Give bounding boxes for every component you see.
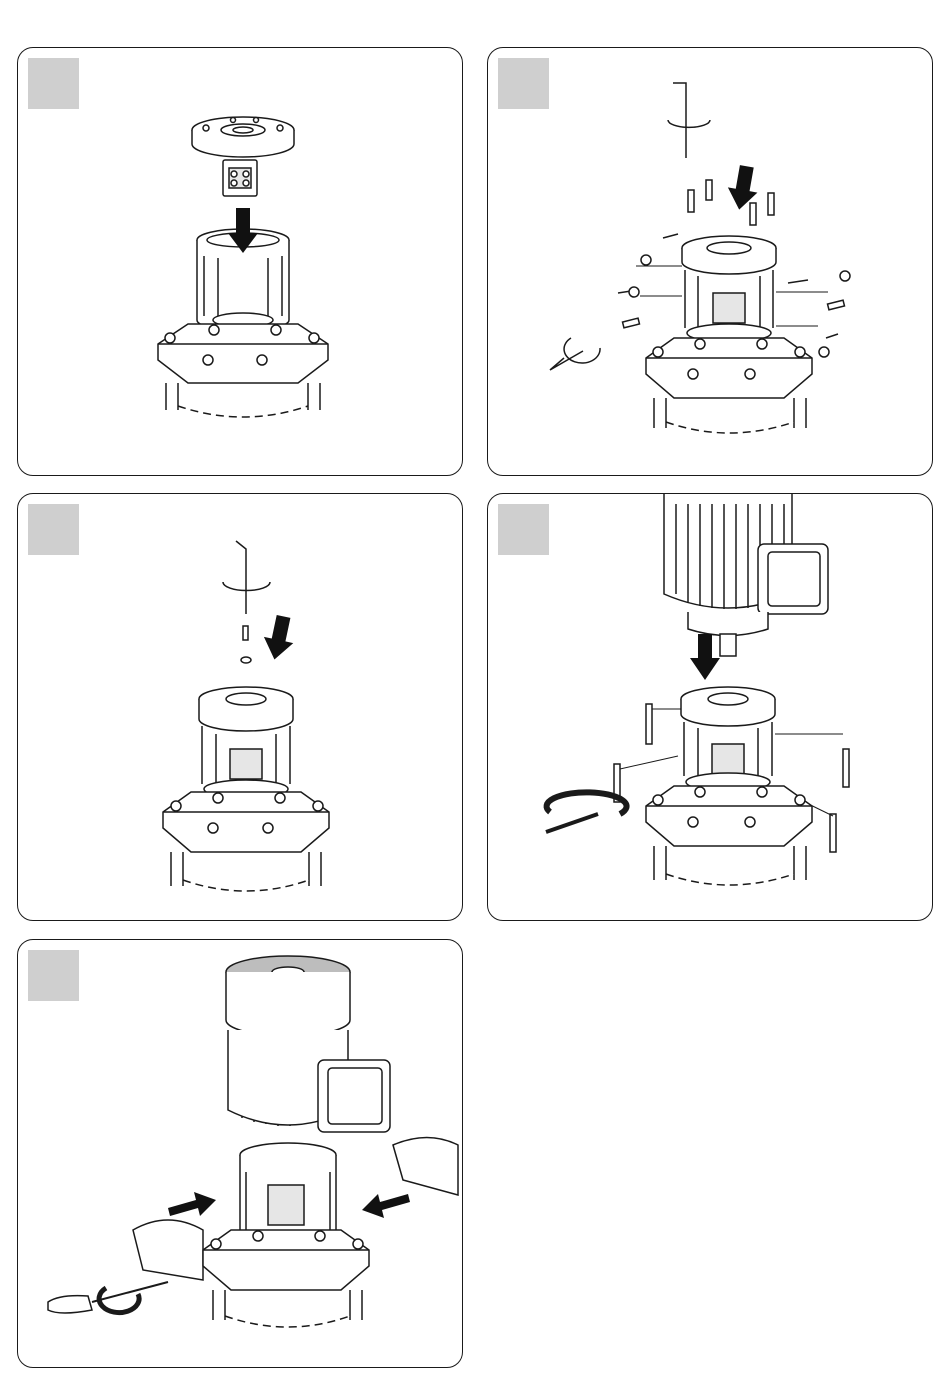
- push-arrow-right: [168, 1192, 216, 1216]
- pump-stool: [682, 236, 776, 342]
- screws: [688, 180, 774, 225]
- pump-body: [171, 852, 321, 891]
- pump-head: [646, 786, 812, 846]
- step-3-illustration: [18, 494, 463, 921]
- coupling-guard-right: [393, 1138, 458, 1196]
- step-4-illustration: [488, 494, 933, 921]
- down-arrow: [260, 613, 298, 662]
- step-3-panel: [17, 493, 463, 921]
- pump-body: [654, 398, 806, 433]
- down-arrow: [690, 634, 720, 680]
- step-4-panel: [487, 493, 933, 921]
- hex-key-icon: [550, 338, 600, 370]
- pump-body: [166, 383, 320, 417]
- step-2-panel: [487, 47, 933, 476]
- pump-body: [654, 846, 806, 885]
- screwdriver-icon: [48, 1282, 168, 1313]
- step-1-illustration: [18, 48, 463, 476]
- motor: [664, 494, 828, 656]
- step-5-panel: [17, 939, 463, 1368]
- wrench-icon: [546, 792, 627, 832]
- push-arrow-left: [362, 1194, 410, 1218]
- motor: [226, 956, 390, 1132]
- step-1-panel: [17, 47, 463, 476]
- pump-head: [646, 338, 812, 398]
- step-2-illustration: [488, 48, 933, 476]
- coupling-guard-left: [133, 1220, 203, 1280]
- motor-stool: [199, 687, 293, 798]
- pump-body: [213, 1290, 362, 1327]
- motor-stool-flange: [192, 117, 294, 157]
- step-5-illustration: [18, 940, 463, 1368]
- pump-stool: [681, 687, 775, 791]
- pump-head: [163, 792, 329, 852]
- hex-key-icon: [668, 83, 710, 158]
- coupling: [223, 160, 257, 196]
- hex-key-icon: [223, 541, 270, 663]
- motor-stool: [240, 1143, 336, 1242]
- pump-head: [158, 324, 328, 383]
- pump-head: [203, 1230, 369, 1290]
